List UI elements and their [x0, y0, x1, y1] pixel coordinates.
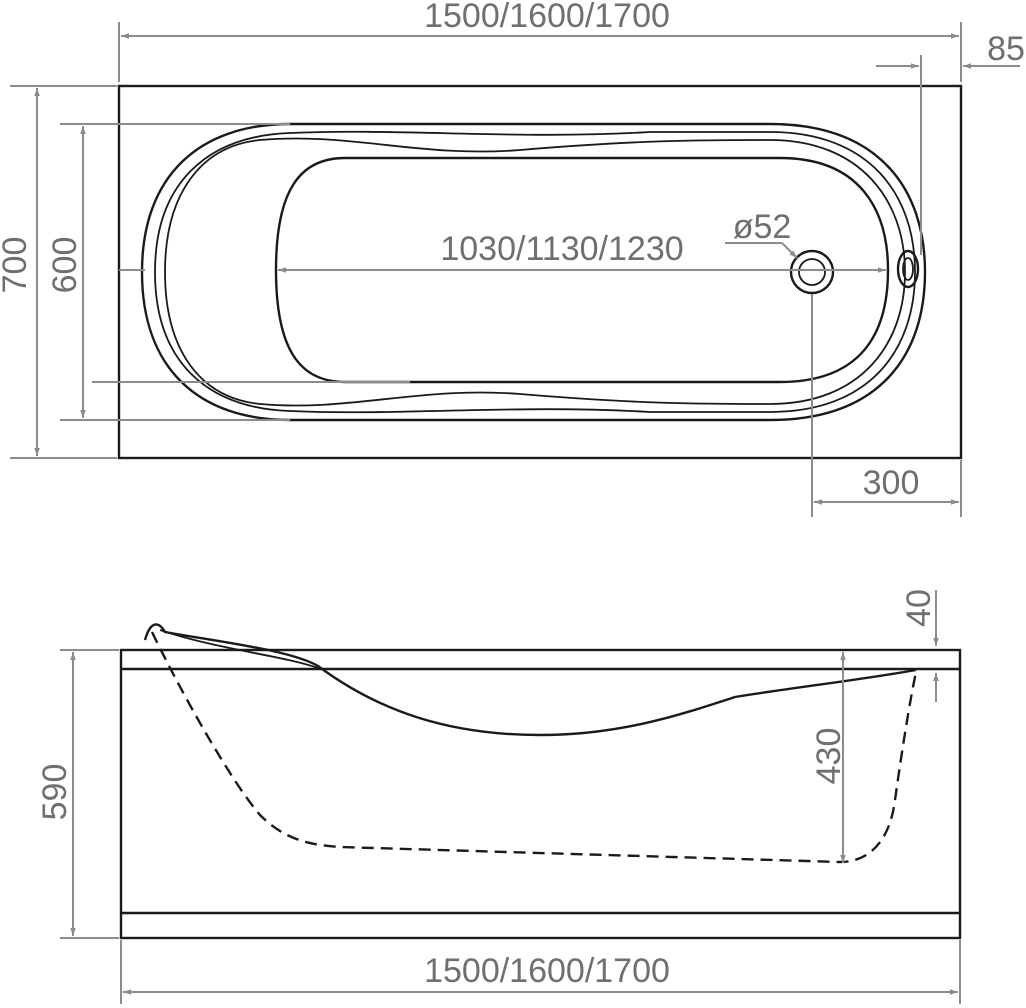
tub-rim-outer [140, 122, 927, 422]
tub-top-contour [143, 623, 917, 737]
length-label-side: 1500/1600/1700 [424, 952, 670, 990]
tub-basin-bottom [274, 156, 890, 384]
depth-label: 430 [810, 728, 848, 785]
length-label-top: 1500/1600/1700 [424, 0, 670, 35]
height-label: 590 [36, 764, 74, 821]
overflow-outer [896, 249, 920, 289]
inner-width-label: 600 [46, 237, 84, 294]
drain-offset-label: 300 [863, 464, 920, 502]
tub-rim-inner [154, 130, 916, 414]
bottom-length-label: 1030/1130/1230 [440, 230, 683, 268]
rim-width-label: 85 [987, 30, 1025, 68]
tub-outline-side [119, 648, 962, 940]
overflow-inner [902, 257, 914, 281]
top-view: 1500/1600/1700 85 700 600 1030/1130/1230… [0, 0, 1025, 517]
tub-seat-contour [164, 137, 906, 407]
headrest-line [159, 629, 319, 669]
tub-outline-top [117, 84, 963, 460]
tub-hidden-contour [150, 631, 918, 864]
width-label: 700 [0, 237, 34, 294]
rim-height-label: 40 [900, 589, 938, 627]
drain-diameter-label: ø52 [733, 208, 792, 246]
side-view: 40 430 590 1500/1600/1700 [36, 589, 962, 1004]
drain-hole-inner [798, 258, 826, 286]
